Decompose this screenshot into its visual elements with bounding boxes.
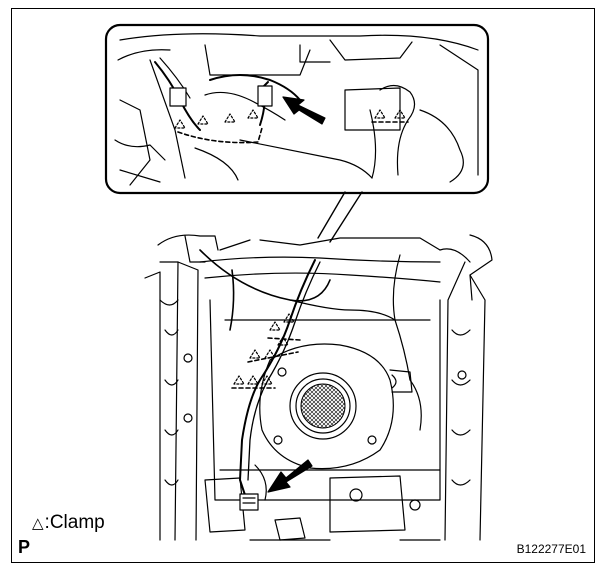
wire-harness bbox=[199, 249, 422, 511]
clamp-markers bbox=[233, 313, 295, 385]
figure-code: B122277E01 bbox=[516, 542, 586, 556]
detail-inset bbox=[104, 23, 490, 195]
connector-arrow bbox=[267, 459, 313, 493]
clamp-legend: △ :Clamp bbox=[32, 512, 105, 534]
legend-label: :Clamp bbox=[44, 512, 105, 533]
corner-label: P bbox=[18, 537, 31, 557]
clamp-triangle-icon: △ bbox=[32, 515, 44, 532]
figure-frame bbox=[11, 8, 595, 563]
seat-frame bbox=[144, 234, 493, 541]
